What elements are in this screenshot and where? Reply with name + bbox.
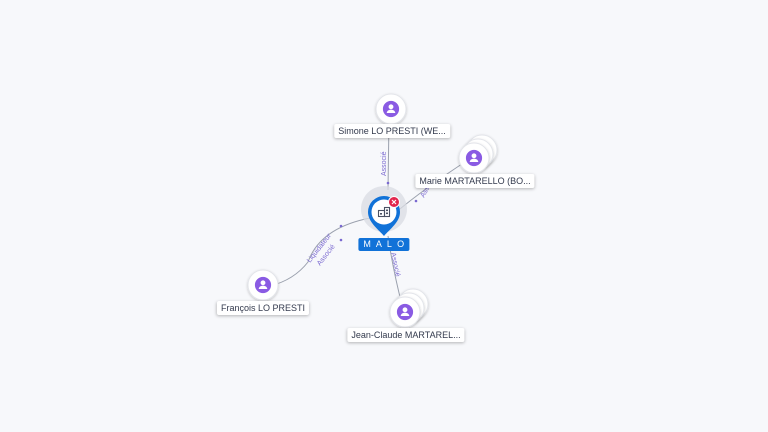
edge-label-jeanclaude: Associé	[389, 252, 401, 278]
building-icon	[377, 206, 391, 218]
person-node-francois[interactable]	[247, 269, 279, 301]
company-node-center[interactable]	[361, 186, 407, 236]
edge-francois[interactable]	[269, 217, 371, 287]
company-label[interactable]: M A L O	[358, 238, 410, 251]
edge-marker	[339, 238, 343, 242]
person-node-marie[interactable]	[458, 134, 498, 174]
node-label-jeanclaude[interactable]: Jean-Claude MARTAREL...	[347, 328, 465, 342]
node-label-francois[interactable]: François LO PRESTI	[216, 301, 310, 315]
person-node-jeanclaude[interactable]	[389, 288, 429, 328]
person-icon	[254, 276, 272, 294]
person-icon	[396, 303, 414, 321]
person-icon	[465, 149, 483, 167]
edge-marker	[414, 199, 418, 203]
person-icon	[382, 100, 400, 118]
edge-label-simone: Associé	[381, 151, 388, 176]
close-icon[interactable]	[388, 196, 400, 208]
node-label-marie[interactable]: Marie MARTARELLO (BO...	[415, 174, 535, 188]
edge-marker	[386, 181, 390, 185]
edge-marker	[339, 224, 343, 228]
person-node-simone[interactable]	[375, 93, 407, 125]
node-label-simone[interactable]: Simone LO PRESTI (WE...	[334, 124, 450, 138]
